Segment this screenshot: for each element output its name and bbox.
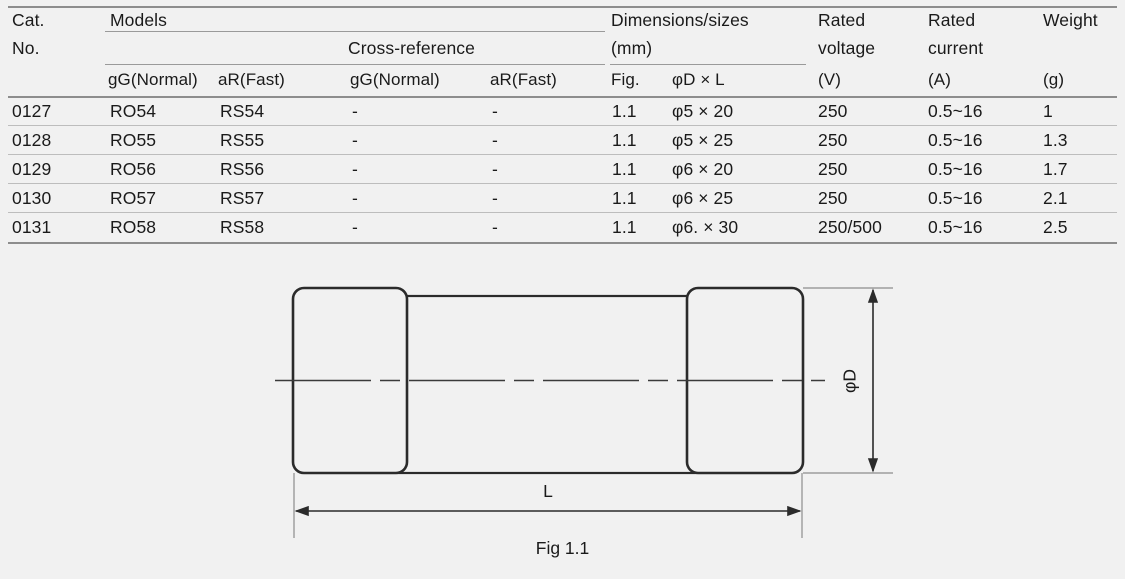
models-sub-rule <box>105 64 605 65</box>
table-row: 2.5 <box>1043 217 1068 237</box>
table-row: RS58 <box>220 217 265 237</box>
table-row: 0.5~16 <box>928 217 983 237</box>
table-row: 0131 <box>12 217 52 237</box>
table-row: 0130 <box>12 188 52 208</box>
header-cat-no-line2: No. <box>12 38 40 58</box>
table-row: 0.5~16 <box>928 188 983 208</box>
diameter-label: φD <box>840 369 860 393</box>
figure-caption: Fig 1.1 <box>535 538 590 558</box>
table-row: 1.1 <box>612 101 637 121</box>
table-row: - <box>492 101 498 121</box>
header-weight-unit: (g) <box>1043 70 1065 89</box>
header-models-gg: gG(Normal) <box>108 70 198 89</box>
table-row: - <box>352 101 358 121</box>
length-label: L <box>543 481 553 501</box>
fuse-body-tube <box>398 294 696 475</box>
header-models-group: Models <box>110 10 168 30</box>
header-bottom-border <box>8 96 1117 98</box>
table-row: φ6 × 20 <box>672 159 734 179</box>
table-row: RO55 <box>110 130 157 150</box>
table-row: 0.5~16 <box>928 159 983 179</box>
header-cat-no-line1: Cat. <box>12 10 45 30</box>
specification-table: Cat. No. Models Dimensions/sizes (mm) Ra… <box>0 0 1125 248</box>
table-row: RO58 <box>110 217 157 237</box>
table-row: 1.1 <box>612 217 637 237</box>
table-row: 1.3 <box>1043 130 1068 150</box>
table-row: RO57 <box>110 188 157 208</box>
table-row: - <box>352 130 358 150</box>
table-row: φ6. × 30 <box>672 217 739 237</box>
table-bottom-border <box>8 242 1117 244</box>
table-row: 1.1 <box>612 130 637 150</box>
row-separator-4 <box>8 212 1117 213</box>
header-models-ar: aR(Fast) <box>218 70 285 89</box>
table-row: RO54 <box>110 101 157 121</box>
table-row: 250/500 <box>818 217 882 237</box>
table-row: - <box>492 188 498 208</box>
table-row: - <box>352 217 358 237</box>
fuse-drawing-svg: φD L <box>275 286 893 538</box>
fuse-outline-figure: φD L Fig 1.1 <box>0 248 1125 579</box>
table-row: 0.5~16 <box>928 130 983 150</box>
table-row: RS57 <box>220 188 265 208</box>
header-xref-gg: gG(Normal) <box>350 70 440 89</box>
table-row: 1 <box>1043 101 1053 121</box>
row-separator-3 <box>8 183 1117 184</box>
table-row: 250 <box>818 159 848 179</box>
header-dimensions-line2: (mm) <box>611 38 653 58</box>
header-weight: Weight <box>1043 10 1098 30</box>
row-separator-1 <box>8 125 1117 126</box>
table-row: 1.7 <box>1043 159 1068 179</box>
table-row: - <box>352 159 358 179</box>
header-fig: Fig. <box>611 70 640 89</box>
dimensions-group-rule <box>610 64 806 65</box>
table-row: φ5 × 20 <box>672 101 734 121</box>
table-row: 0129 <box>12 159 52 179</box>
table-row: 250 <box>818 101 848 121</box>
header-cross-reference-group: Cross-reference <box>348 38 475 58</box>
table-row: 1.1 <box>612 159 637 179</box>
table-row: 2.1 <box>1043 188 1068 208</box>
table-row: - <box>352 188 358 208</box>
header-dimensions-line1: Dimensions/sizes <box>611 10 749 30</box>
header-rated-current-line1: Rated <box>928 10 976 30</box>
header-d-x-l: φD × L <box>672 70 725 89</box>
header-xref-ar: aR(Fast) <box>490 70 557 89</box>
header-rated-voltage-line1: Rated <box>818 10 866 30</box>
header-rated-current-line2: current <box>928 38 984 58</box>
table-row: 1.1 <box>612 188 637 208</box>
table-top-border <box>8 6 1117 8</box>
table-row: 250 <box>818 188 848 208</box>
header-rated-current-unit: (A) <box>928 70 951 89</box>
table-row: φ6 × 25 <box>672 188 734 208</box>
table-row: RO56 <box>110 159 157 179</box>
table-row: RS56 <box>220 159 265 179</box>
row-separator-2 <box>8 154 1117 155</box>
table-row: 250 <box>818 130 848 150</box>
header-rated-voltage-unit: (V) <box>818 70 841 89</box>
table-row: RS54 <box>220 101 265 121</box>
header-rated-voltage-line2: voltage <box>818 38 876 58</box>
table-row: - <box>492 159 498 179</box>
table-row: - <box>492 217 498 237</box>
models-group-rule <box>105 31 605 32</box>
table-row: - <box>492 130 498 150</box>
table-row: 0128 <box>12 130 52 150</box>
table-row: 0.5~16 <box>928 101 983 121</box>
table-row: RS55 <box>220 130 265 150</box>
table-row: 0127 <box>12 101 52 121</box>
table-row: φ5 × 25 <box>672 130 734 150</box>
